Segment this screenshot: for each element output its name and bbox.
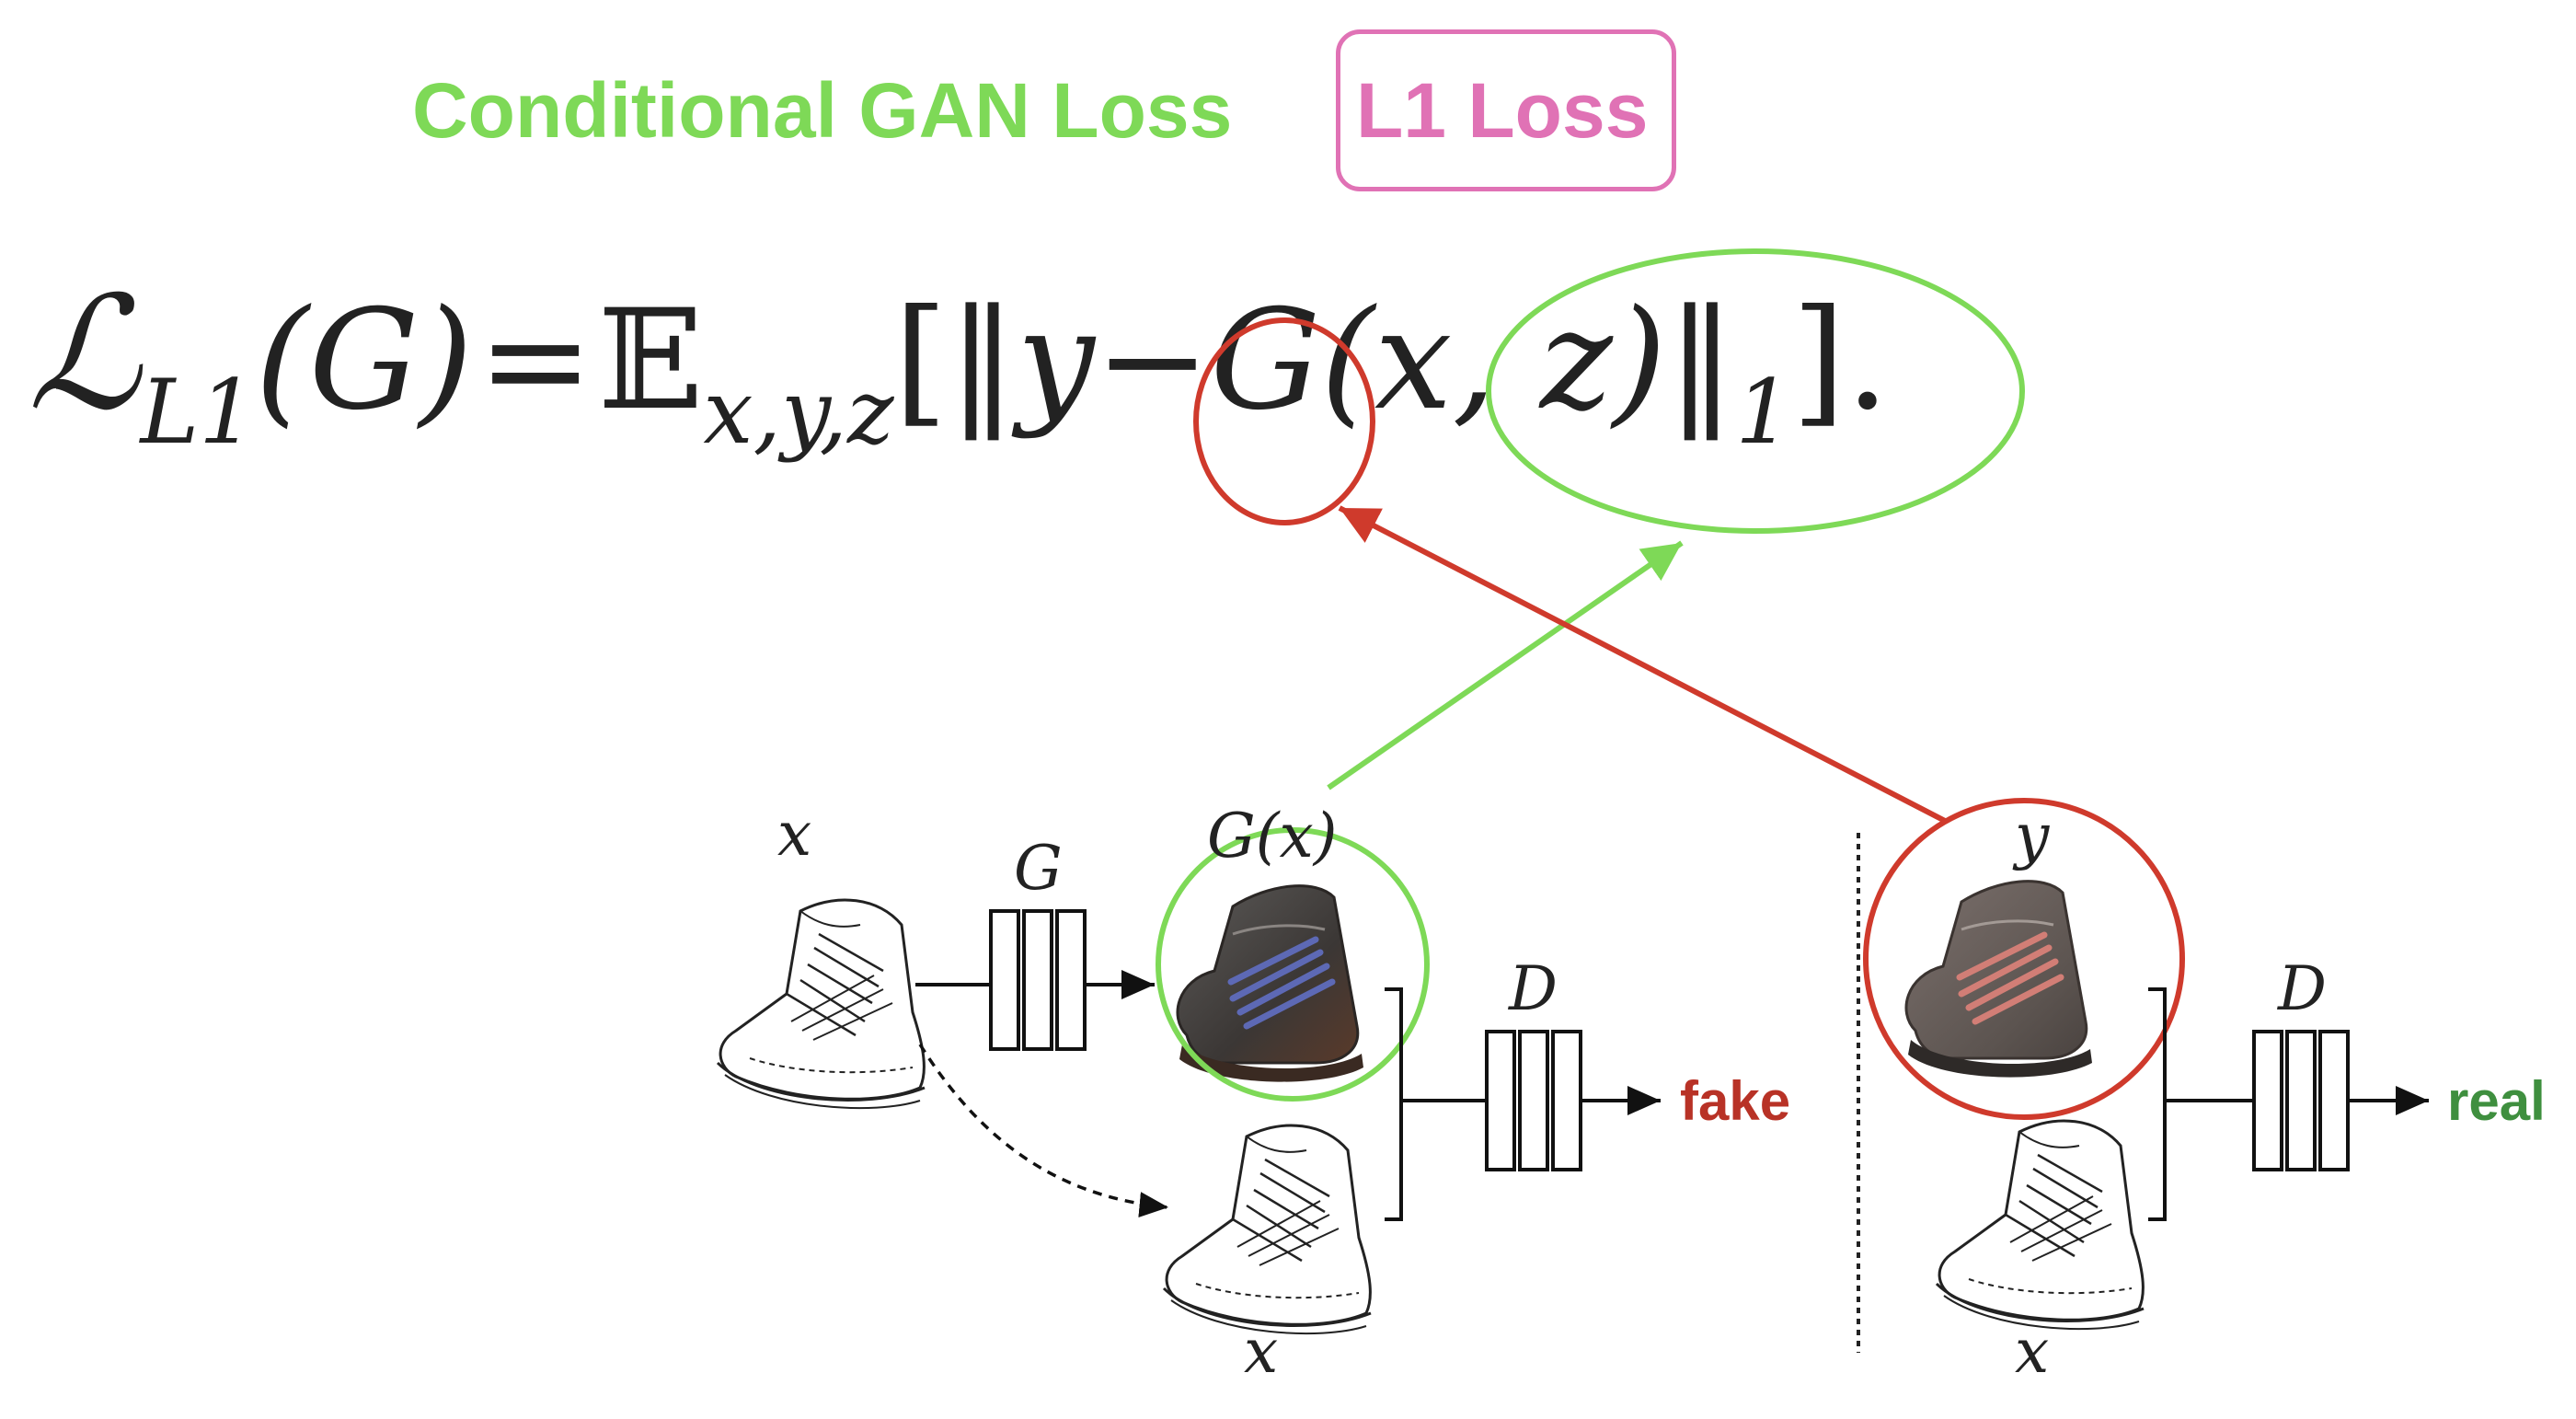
real-highlight-circle [1863,798,2185,1120]
generator-label: G [1014,833,1063,904]
close-bracket: ]. [1791,281,1890,441]
generated-term: G(x, z) [1210,281,1667,441]
input-x-label: x [777,799,812,870]
fake-pair-bracket [1385,987,1403,1221]
real-conditional-sneaker-sketch-icon [1935,1119,2145,1331]
real-discriminator-network-icon [2252,1030,2350,1171]
real-pair-bracket [2148,987,2167,1221]
loss-arg: (G) [255,281,474,441]
target-highlight-circle [1193,317,1375,525]
generated-highlight-ellipse [1486,248,2025,534]
conditional-dashed-arrow [918,1044,1169,1218]
equals-sign: = [477,281,593,441]
expectation-subscript: x,y,z [703,361,894,464]
red-arrow-to-target [1338,505,1949,825]
fake-condition-x-label: x [1244,1316,1279,1387]
norm-open: ‖ [948,281,1018,441]
generated-label: G(x) [1207,801,1338,871]
generated-boot-photo-icon [1176,884,1363,1082]
target-term: y [1017,281,1095,441]
l1-loss-formula: ℒL1(G) = 𝔼x,y,z[‖y−G(x, z)‖1]. [28,276,1890,456]
fake-output-label: fake [1680,1070,1791,1132]
generated-highlight-circle [1156,827,1430,1102]
l1-loss-box [1336,29,1676,191]
norm-subscript: 1 [1735,361,1792,464]
minus-sign: − [1094,281,1211,441]
l1-loss-label: L1 Loss [1356,67,1649,154]
green-arrow-to-generated [1327,540,1684,790]
sneaker-sketch-icon [716,898,926,1110]
real-discriminator-label: D [2278,953,2327,1024]
real-boot-photo-icon [1904,880,2092,1078]
real-condition-x-label: x [2015,1316,2050,1387]
loss-symbol: ℒ [28,263,141,445]
expectation-symbol: 𝔼 [598,281,704,441]
real-y-label: y [2015,801,2050,871]
conditional-sneaker-sketch-icon [1162,1124,1373,1335]
conditional-gan-loss-label: Conditional GAN Loss [412,67,1233,154]
real-output-label: real [2447,1070,2546,1132]
fake-discriminator-label: D [1509,953,1558,1024]
fake-discriminator-network-icon [1485,1030,1582,1171]
generator-network-icon [989,909,1087,1051]
open-bracket: [ [893,281,949,441]
loss-subscript: L1 [140,361,256,464]
norm-close: ‖ [1666,281,1736,441]
